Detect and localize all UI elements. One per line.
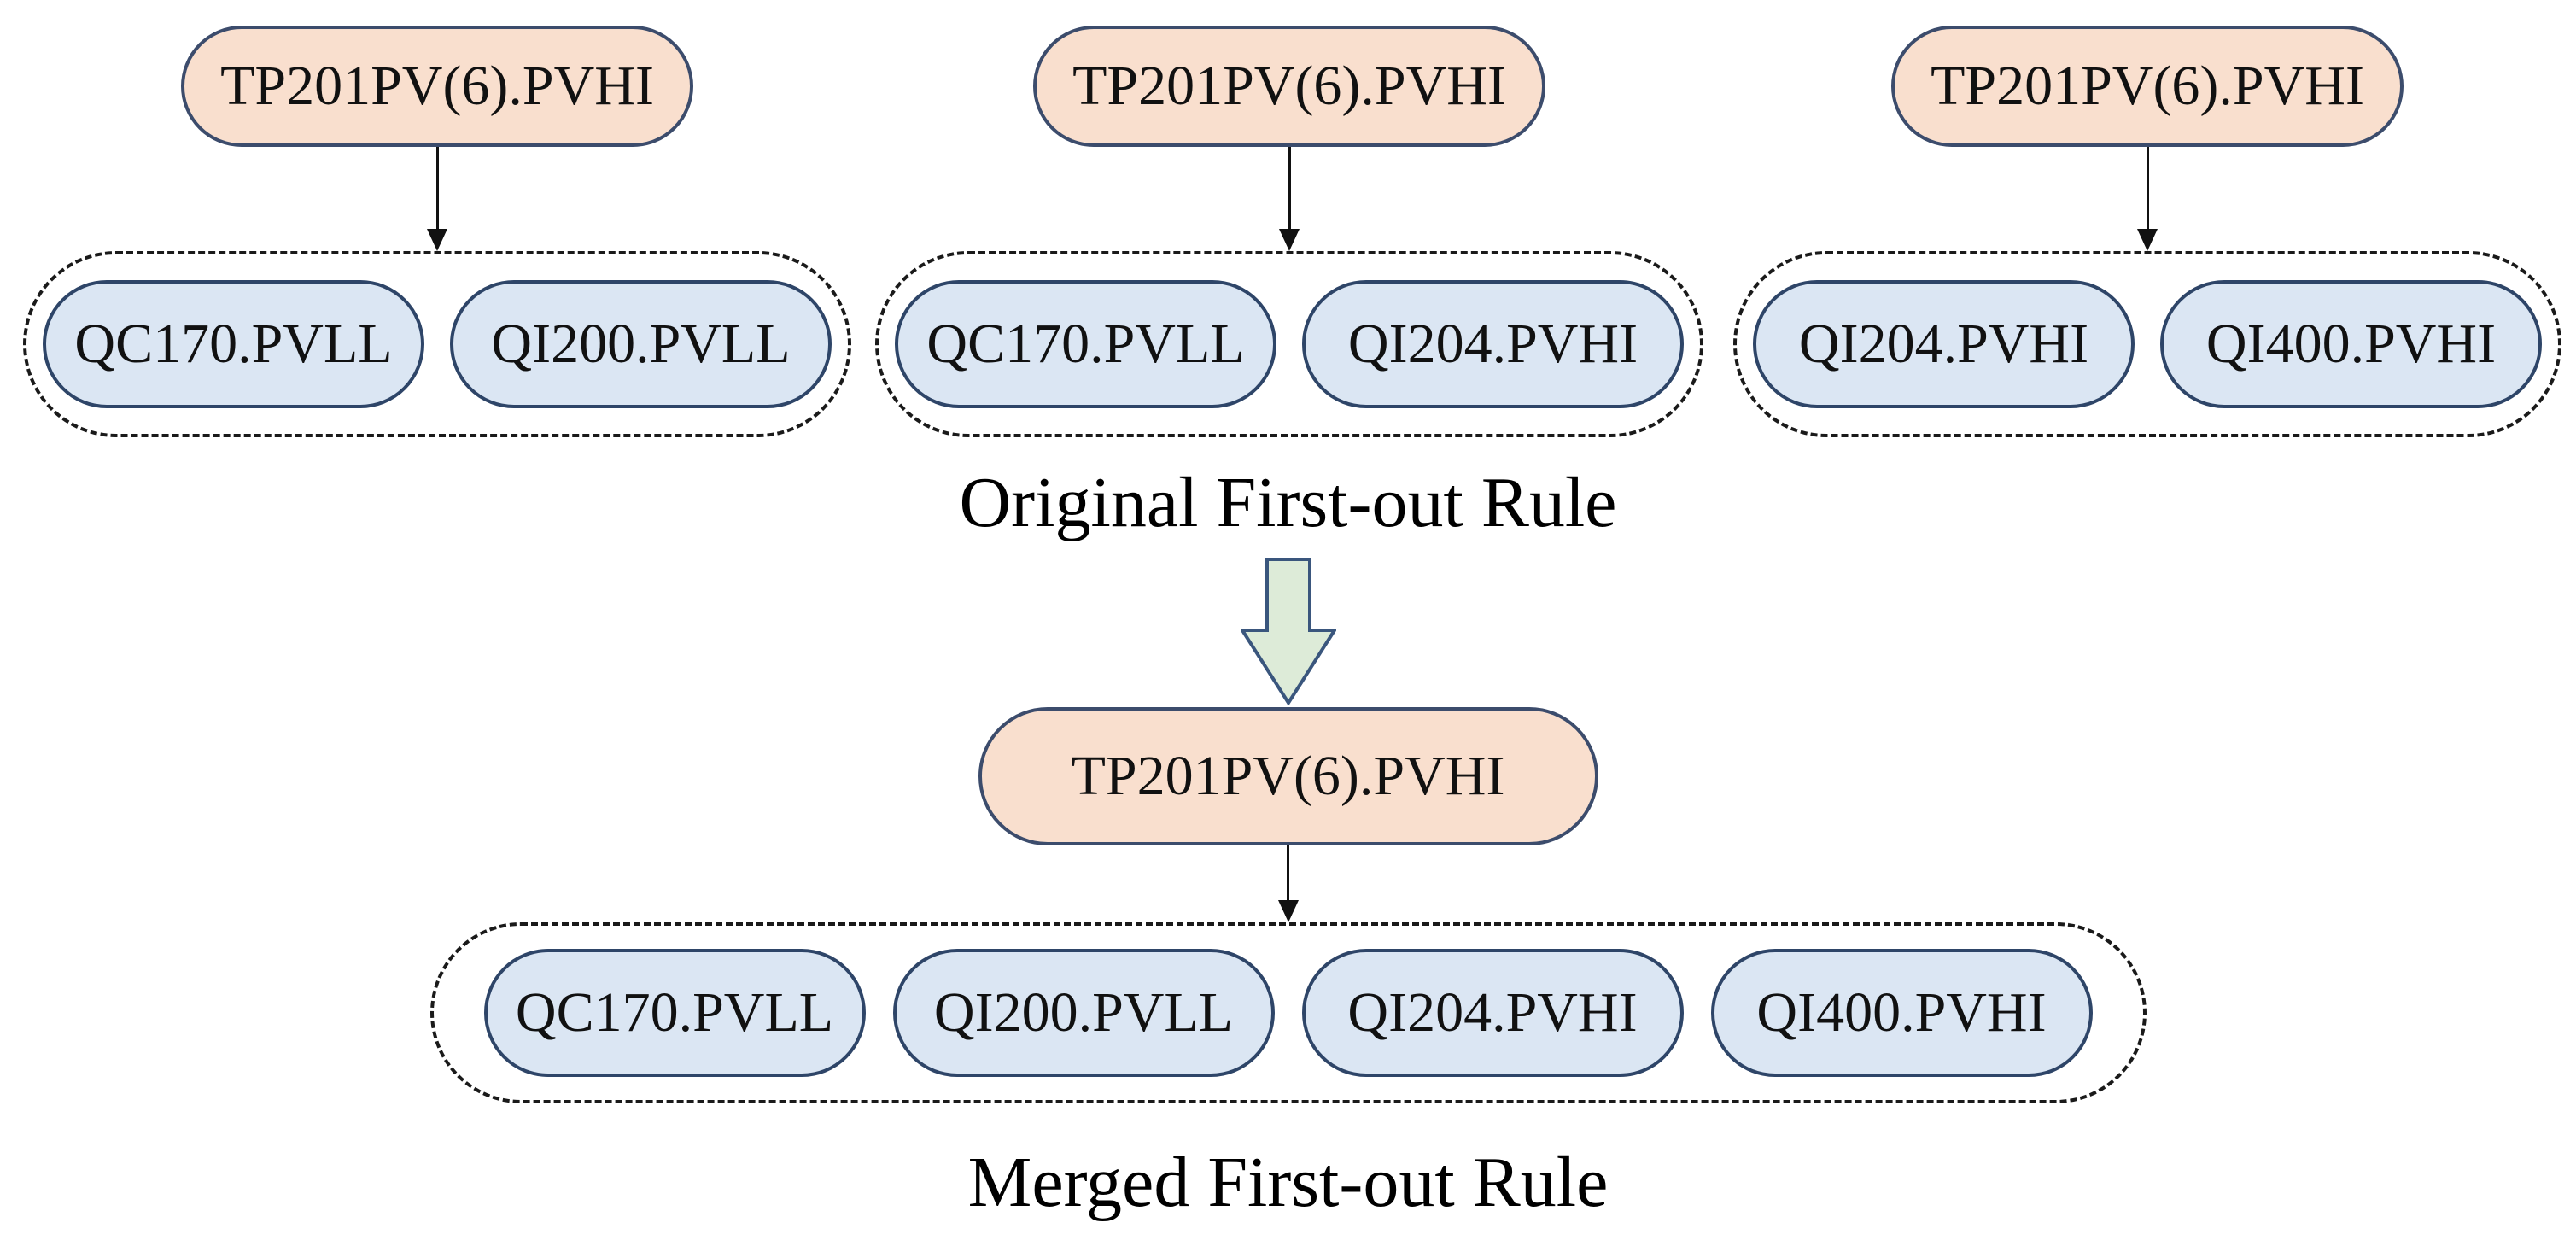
arrowhead-icon: [2137, 229, 2158, 251]
arrowhead-icon: [427, 229, 447, 251]
output-node: QC170.PVLL: [483, 949, 866, 1077]
output-node: QI200.PVLL: [892, 949, 1275, 1077]
trigger-node: TP201PV(6).PVHI: [181, 26, 693, 147]
output-node: QI400.PVHI: [2160, 280, 2542, 408]
output-node: QI200.PVLL: [450, 280, 832, 408]
original-rule-group-2: TP201PV(6).PVHI QC170.PVLL QI204.PVHI: [875, 26, 1703, 437]
merged-rule-group: TP201PV(6).PVHI QC170.PVLL QI200.PVLL QI…: [0, 707, 2576, 1103]
outputs-group: QC170.PVLL QI200.PVLL QI204.PVHI QI400.P…: [429, 922, 2147, 1103]
output-node: QI204.PVHI: [1753, 280, 2135, 408]
trigger-node: TP201PV(6).PVHI: [1891, 26, 2404, 147]
connector-arrow: [1279, 147, 1300, 251]
outputs-group: QC170.PVLL QI204.PVHI: [875, 251, 1703, 437]
merge-arrow-icon: [1240, 558, 1336, 705]
output-node: QC170.PVLL: [43, 280, 424, 408]
connector-line: [2146, 147, 2149, 229]
trigger-node: TP201PV(6).PVHI: [1033, 26, 1545, 147]
outputs-group: QI204.PVHI QI400.PVHI: [1733, 251, 2561, 437]
connector-line: [1287, 845, 1289, 900]
original-rule-group-3: TP201PV(6).PVHI QI204.PVHI QI400.PVHI: [1733, 26, 2561, 437]
merged-rule-caption: Merged First-out Rule: [967, 1143, 1609, 1222]
connector-line: [435, 147, 439, 229]
arrowhead-icon: [1279, 229, 1300, 251]
original-rule-caption: Original First-out Rule: [959, 463, 1617, 542]
connector-arrow: [427, 147, 447, 251]
original-rule-group-1: TP201PV(6).PVHI QC170.PVLL QI200.PVLL: [23, 26, 851, 437]
connector-line: [1288, 147, 1291, 229]
arrowhead-icon: [1277, 900, 1299, 922]
output-node: QI400.PVHI: [1710, 949, 2093, 1077]
output-node: QC170.PVLL: [895, 280, 1276, 408]
connector-arrow: [1277, 845, 1299, 922]
output-node: QI204.PVHI: [1301, 949, 1684, 1077]
trigger-node: TP201PV(6).PVHI: [978, 707, 1598, 845]
output-node: QI204.PVHI: [1302, 280, 1684, 408]
outputs-group: QC170.PVLL QI200.PVLL: [23, 251, 851, 437]
connector-arrow: [2137, 147, 2158, 251]
